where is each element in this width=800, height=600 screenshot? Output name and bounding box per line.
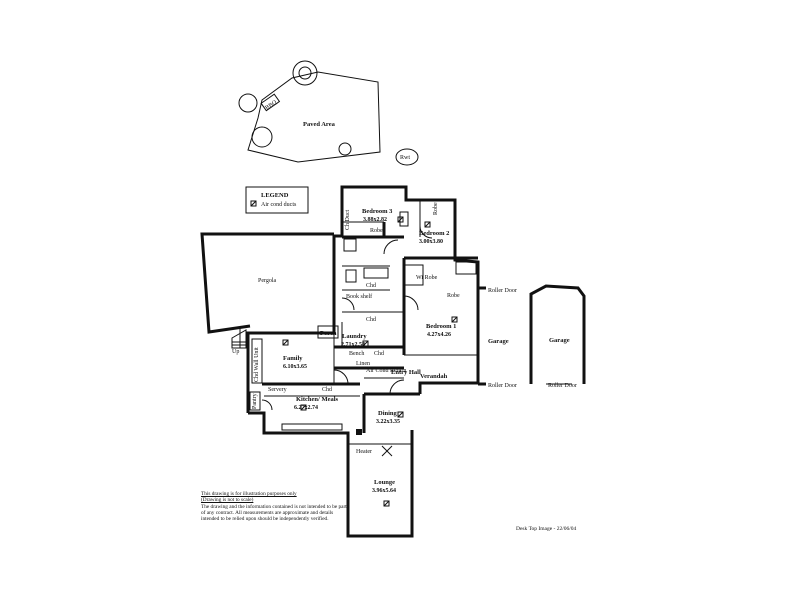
paved-area: BBQ Paved Area Rwt — [238, 60, 419, 166]
kitchen-dims: 6.27x2.74 — [294, 405, 318, 411]
linen-label: Linen — [356, 361, 370, 367]
wi-robe-label: Wi Robe — [416, 275, 438, 281]
bbq-box — [260, 93, 281, 112]
kitchen-name: Kitchen/ Meals — [296, 396, 339, 403]
laundry-name: Laundry — [342, 333, 367, 340]
chd-label-2: Chd — [366, 317, 376, 323]
bench-label: Bench — [349, 351, 364, 357]
laundry-dims: 2.71x2.58 — [341, 342, 365, 348]
bedroom2-dims: 3.00x3.80 — [419, 239, 443, 245]
porch-label: Porch — [320, 330, 337, 337]
robe-label-bed3: Robe — [370, 228, 383, 234]
air-duct-markers — [282, 216, 458, 507]
tree-icon — [238, 93, 258, 113]
roller-door-label-2: Roller Door — [488, 383, 517, 389]
disclaimer: This drawing is for illustration purpose… — [201, 491, 351, 522]
tree-icon — [292, 60, 318, 86]
tree-icon — [251, 126, 273, 148]
rainwater-tank — [395, 148, 419, 166]
bbq-label: BBQ — [265, 99, 279, 111]
door-swings — [261, 225, 433, 536]
heater-icon — [356, 429, 362, 435]
pergola: Pergola — [200, 232, 334, 334]
disclaimer-line2: (Drawing is not to scale) — [201, 497, 254, 504]
air-duct-icon — [250, 200, 257, 207]
chd-label-1: Chd — [366, 283, 376, 289]
bedroom2-name: Bedroom 2 — [419, 230, 449, 237]
lounge-name: Lounge — [374, 479, 395, 486]
robe-label-bed1: Robe — [447, 293, 460, 299]
chd-label-3: Chd — [374, 351, 384, 357]
house-walls — [246, 185, 480, 538]
up-label: Up — [232, 349, 239, 355]
paved-area-label: Paved Area — [303, 121, 336, 128]
disclaimer-body: The drawing and the information containe… — [201, 503, 347, 523]
verandah-label: Verandah — [420, 373, 448, 380]
servery-label: Servery — [268, 387, 287, 393]
bookshelf-label: Book shelf — [346, 293, 372, 300]
bedroom3-dims: 3.88x2.82 — [363, 217, 387, 223]
ch-duct-label: Ch Duct — [345, 210, 351, 230]
chd-wall-unit-label: Chd Wall Unit — [254, 347, 260, 382]
shrub-icon — [338, 142, 352, 156]
dining-name: Dining — [378, 410, 398, 417]
heater-label: Heater — [356, 449, 372, 455]
air-cond-return-label: Air Cond Return — [366, 368, 406, 374]
family-name: Family — [283, 355, 303, 362]
dining-dims: 3.22x3.35 — [376, 419, 400, 425]
entry-hall-label: Entry Hall — [391, 369, 421, 376]
bedroom3-name: Bedroom 3 — [362, 208, 393, 215]
garage-label-2: Garage — [549, 337, 570, 344]
disclaimer-line1: This drawing is for illustration purpose… — [201, 491, 297, 497]
fan-icon — [381, 445, 393, 457]
chd-label-4: Chd — [322, 387, 332, 393]
stairs: Up — [231, 326, 247, 355]
roller-door-label-1: Roller Door — [488, 288, 517, 294]
robe-label-bed2: Robe — [433, 202, 439, 215]
bedroom1-name: Bedroom 1 — [426, 323, 456, 330]
legend: LEGEND Air cond ducts — [245, 186, 309, 214]
garage-label-1: Garage — [488, 338, 509, 345]
roller-door-label-3: Roller Door — [548, 383, 577, 389]
garage-area — [478, 284, 586, 386]
rwt-label: Rwt — [400, 155, 410, 161]
family-dims: 6.10x3.65 — [283, 364, 307, 370]
pantry-label: Pantry — [252, 393, 258, 409]
legend-title: LEGEND — [261, 192, 289, 199]
bedroom1-dims: 4.27x4.26 — [427, 332, 451, 338]
legend-item: Air cond ducts — [261, 202, 297, 208]
pergola-label: Pergola — [258, 278, 277, 284]
lounge-dims: 3.96x5.64 — [372, 488, 396, 494]
date-stamp: Desk Top Image - 22/06/04 — [516, 526, 577, 532]
